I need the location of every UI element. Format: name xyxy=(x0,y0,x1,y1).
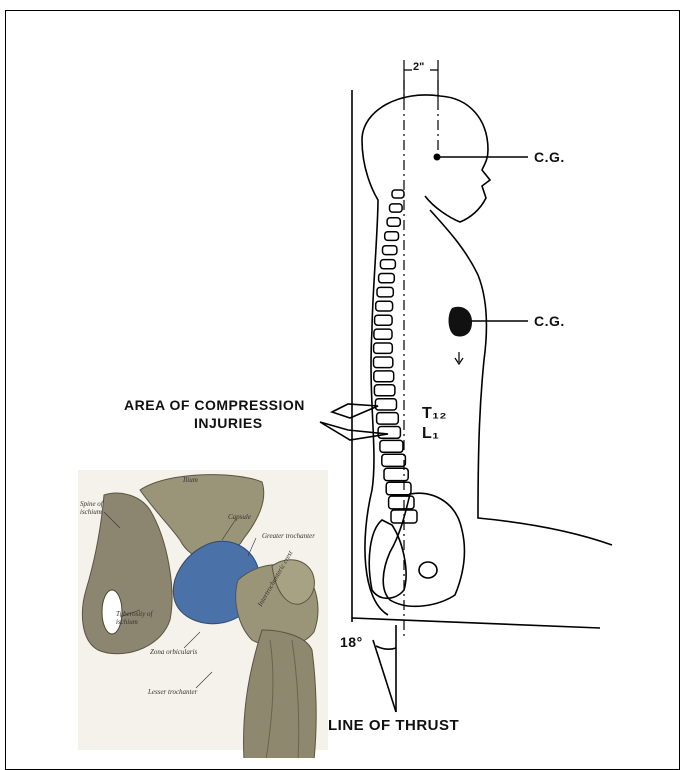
vertebra xyxy=(374,357,393,368)
compression-label-line1: AREA OF COMPRESSION xyxy=(124,397,305,413)
vertebra xyxy=(377,287,393,297)
vertebra xyxy=(374,343,393,353)
vertebra xyxy=(374,329,392,339)
vertebra xyxy=(377,413,399,425)
spine-of-ischium-label: Spine of ischium xyxy=(80,500,122,516)
vertebra xyxy=(380,260,395,269)
vertebra xyxy=(376,301,393,311)
ilium-label: Ilium xyxy=(183,476,198,484)
vertebra xyxy=(387,218,400,226)
thrust-label: LINE OF THRUST xyxy=(328,717,459,734)
tuberosity-label: Tuberosity of ischium xyxy=(116,610,171,626)
thrust-line-angled xyxy=(373,640,396,712)
vertebra xyxy=(392,190,404,198)
angle-label: 18° xyxy=(340,634,363,650)
vertebra xyxy=(383,246,397,255)
acetabulum-circle xyxy=(419,562,437,578)
vertebra xyxy=(382,454,406,466)
vertebra xyxy=(386,482,411,495)
vertebra xyxy=(390,204,403,212)
cg-head-label: C.G. xyxy=(534,149,565,165)
cg-torso-mass xyxy=(449,307,472,337)
capsule-label: Capsule xyxy=(228,513,251,521)
angle-arc xyxy=(376,646,396,649)
cg-torso-label: C.G. xyxy=(534,313,565,329)
zona-orbicularis-label: Zona orbicularis xyxy=(150,648,197,656)
vertebra xyxy=(380,440,403,452)
vertebra xyxy=(378,427,400,439)
compression-pointer-upper xyxy=(332,404,378,418)
vertebra xyxy=(379,274,395,283)
cg-torso-arrow xyxy=(455,352,463,364)
cg-head-dot xyxy=(434,154,441,161)
seat-line xyxy=(352,618,600,628)
vertebra xyxy=(389,496,414,509)
vertebra xyxy=(385,232,399,241)
vertebra xyxy=(374,385,395,396)
body-outline xyxy=(362,95,612,615)
vertebra-upper-label: T₁₂ xyxy=(422,405,447,423)
greater-trochanter-label: Greater trochanter xyxy=(262,532,315,540)
vertebra xyxy=(375,315,393,325)
compression-label-line2: INJURIES xyxy=(194,415,263,431)
lesser-trochanter-label: Lesser trochanter xyxy=(148,688,197,696)
vertebra-lower-label: L₁ xyxy=(422,425,439,443)
spine-column xyxy=(374,190,418,523)
dimension-label: 2" xyxy=(413,61,424,73)
vertebra xyxy=(375,399,396,410)
vertebra xyxy=(374,371,394,382)
